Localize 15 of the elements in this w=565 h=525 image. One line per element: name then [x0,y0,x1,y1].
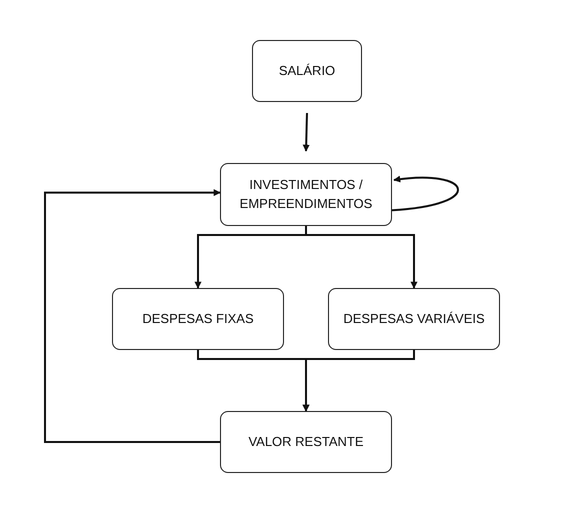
arrow [302,350,415,412]
arrow [302,112,310,152]
arrow [305,226,418,289]
process-box [328,288,500,350]
box-label: INVESTIMENTOS / EMPREENDIMENTOS [238,176,374,212]
box-label: SALÁRIO [278,62,336,80]
box-label: DESPESAS FIXAS [142,310,254,328]
process-box [112,288,284,350]
box-label: DESPESAS VARIÁVEIS [343,310,485,328]
process-box [220,163,392,226]
arrow [44,189,221,443]
process-box [252,40,362,102]
process-box [220,411,392,473]
box-label: VALOR RESTANTE [248,432,364,451]
arrow [392,176,459,212]
